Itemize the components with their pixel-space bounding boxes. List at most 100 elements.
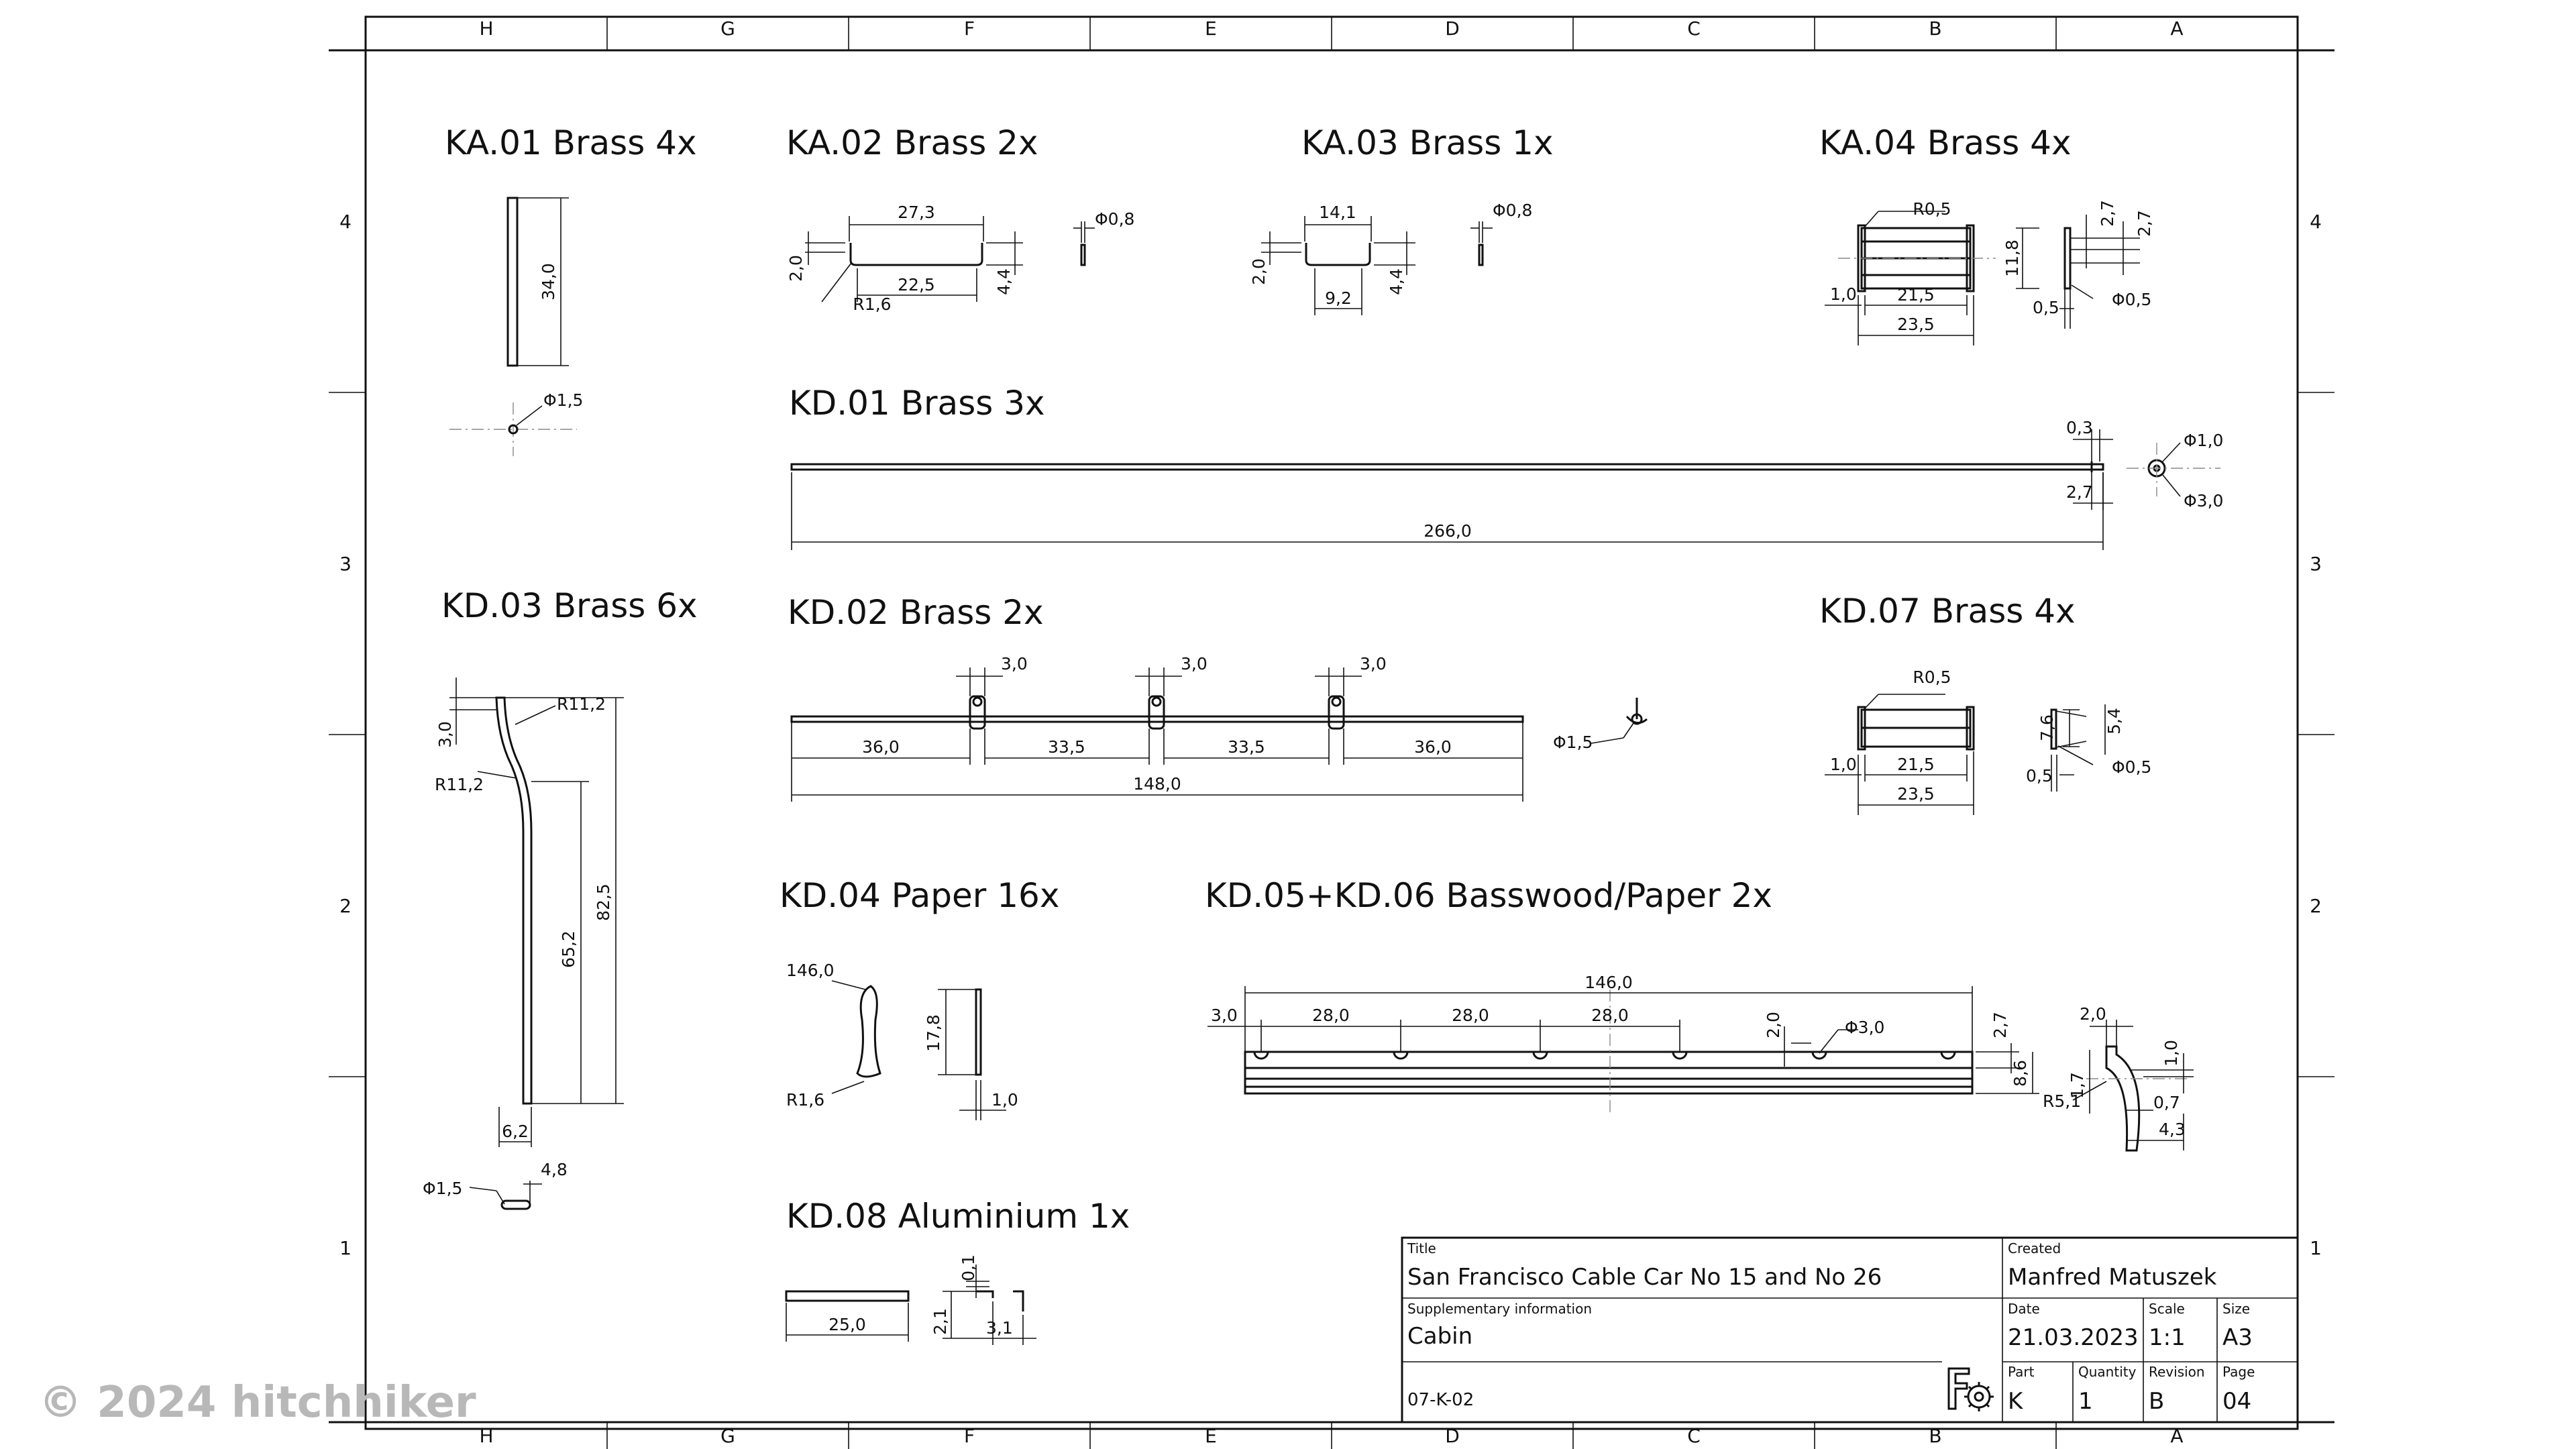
grid-row-label: 3	[339, 553, 352, 575]
dimension-label: 21,5	[1897, 755, 1935, 774]
part-title: KD.05+KD.06 Basswood/Paper 2x	[1205, 876, 1772, 915]
dimension-label: 36,0	[862, 737, 900, 757]
dimension-label: 4,4	[994, 268, 1014, 295]
dimension-label: R1,6	[853, 294, 891, 314]
dimension-label: 1,7	[2068, 1072, 2087, 1099]
part-ka02: KA.02 Brass 2x 27,3 22,5 2,0 R1,6 4,4 Φ0…	[786, 123, 1134, 314]
dimension-label: 27,3	[898, 203, 935, 222]
dimension-label: Φ0,8	[1493, 201, 1532, 220]
dimension-label: 146,0	[786, 961, 835, 980]
dimension-label: 3,1	[986, 1318, 1013, 1338]
dimension-label: 28,0	[1452, 1006, 1489, 1025]
quantity-label: Quantity	[2078, 1364, 2137, 1380]
dimension-label: R0,5	[1913, 199, 1951, 219]
title-label: Title	[1407, 1240, 1436, 1256]
grid-col-label: B	[1929, 17, 1941, 40]
sheet-frame: H G F E D C B A H G F E D C B A 4 3 2 1 …	[329, 15, 2334, 1449]
part-ka04: KA.04 Brass 4x R0,5 11,8 1,0 21,5 23,5 2…	[1819, 123, 2154, 345]
dimension-label: 23,5	[1897, 784, 1935, 804]
scale-value: 1:1	[2149, 1324, 2186, 1351]
created-by: Manfred Matuszek	[2008, 1264, 2217, 1291]
page-value: 04	[2222, 1388, 2251, 1415]
part-kd0506: KD.05+KD.06 Basswood/Paper 2x 146,0 3,0 …	[1205, 876, 2194, 1152]
dimension-label: 28,0	[1591, 1006, 1629, 1025]
part-ka01: KA.01 Brass 4x 34,0 Φ1,5	[445, 123, 697, 456]
grid-row-label: 4	[2310, 211, 2322, 233]
grid-col-label: E	[1205, 17, 1217, 40]
dimension-label: 34,0	[539, 263, 558, 301]
dimension-label: 6,2	[502, 1122, 529, 1141]
dimension-label: 22,5	[898, 275, 935, 294]
date-value: 21.03.2023	[2008, 1324, 2139, 1351]
drawing-number: 07-K-02	[1407, 1390, 1474, 1410]
grid-row-label: 2	[339, 895, 352, 917]
part-kd08: KD.08 Aluminium 1x 25,0 0,1 2,1 3,1	[785, 1197, 1130, 1345]
part-title: KA.01 Brass 4x	[445, 123, 697, 162]
grid-row-label: 1	[2310, 1237, 2322, 1259]
date-label: Date	[2008, 1301, 2040, 1317]
grid-col-label: A	[2170, 17, 2183, 40]
part-label: Part	[2008, 1364, 2035, 1380]
dimension-label: 2,0	[786, 255, 806, 282]
created-label: Created	[2008, 1240, 2061, 1256]
dimension-label: 5,4	[2104, 708, 2124, 735]
dimension-label: 11,8	[2002, 239, 2022, 277]
part-kd02: KD.02 Brass 2x 3,0 3,0 3,0 36,0 33,5	[788, 593, 1648, 802]
grid-row-label: 1	[339, 1237, 352, 1259]
revision-label: Revision	[2149, 1364, 2205, 1380]
part-title: KA.02 Brass 2x	[786, 123, 1038, 162]
dimension-label: R5,1	[2043, 1091, 2081, 1111]
dimension-label: 266,0	[1424, 521, 1472, 541]
dimension-label: 2,0	[1249, 258, 1269, 285]
dimension-label: 36,0	[1414, 737, 1452, 757]
supplementary-info: Cabin	[1407, 1323, 1472, 1350]
dimension-label: 0,3	[2066, 418, 2093, 437]
grid-col-label: A	[2170, 1425, 2183, 1447]
dimension-label: 2,7	[2098, 200, 2117, 227]
dimension-label: 0,1	[959, 1254, 978, 1281]
part-title: KD.08 Aluminium 1x	[786, 1197, 1130, 1236]
dimension-label: 3,0	[1211, 1006, 1238, 1025]
grid-col-label: C	[1687, 17, 1701, 40]
dimension-label: R11,2	[435, 775, 484, 794]
dimension-label: 148,0	[1133, 774, 1181, 794]
part-title: KD.07 Brass 4x	[1819, 592, 2076, 631]
dimension-label: 146,0	[1585, 973, 1633, 992]
grid-col-label: B	[1929, 1425, 1941, 1447]
dimension-label: Φ0,5	[2112, 757, 2151, 777]
dimension-label: Φ0,8	[1095, 209, 1134, 229]
dimension-label: 17,8	[924, 1014, 943, 1052]
supplementary-label: Supplementary information	[1407, 1301, 1592, 1317]
dimension-label: Φ1,5	[423, 1179, 462, 1198]
dimension-label: 1,0	[1830, 284, 1857, 304]
grid-col-label: G	[720, 1425, 735, 1447]
size-label: Size	[2222, 1301, 2250, 1317]
page-label: Page	[2222, 1364, 2255, 1380]
dimension-label: 3,0	[1001, 654, 1028, 674]
size-value: A3	[2222, 1324, 2253, 1351]
dimension-label: R0,5	[1913, 667, 1951, 687]
drawing-title: San Francisco Cable Car No 15 and No 26	[1407, 1264, 1882, 1291]
part-title: KD.02 Brass 2x	[788, 593, 1044, 632]
grid-col-label: F	[964, 17, 975, 40]
grid-row-label: 4	[339, 211, 352, 233]
dimension-label: 65,2	[559, 930, 578, 968]
dimension-label: Φ0,5	[2112, 290, 2151, 309]
freecad-logo-icon	[1947, 1367, 1994, 1411]
dimension-label: 2,7	[1990, 1012, 2010, 1038]
dimension-label: 1,0	[2161, 1040, 2181, 1067]
dimension-label: 4,3	[2159, 1120, 2186, 1139]
dimension-label: R1,6	[786, 1090, 824, 1110]
grid-col-label: D	[1445, 1425, 1460, 1447]
dimension-label: 28,0	[1312, 1006, 1350, 1025]
part-kd01: KD.01 Brass 3x 266,0 0,3 2,7 Φ1,0 Φ3,0	[789, 384, 2223, 550]
dimension-label: Φ1,5	[543, 390, 583, 410]
copyright-watermark: © 2024 hitchhiker	[39, 1378, 476, 1428]
grid-col-label: H	[479, 1425, 493, 1447]
dimension-label: 1,0	[1830, 755, 1857, 774]
dimension-label: 25,0	[828, 1315, 866, 1334]
grid-row-label: 2	[2310, 895, 2322, 917]
dimension-label: Φ1,5	[1553, 733, 1593, 752]
dimension-label: 2,0	[2080, 1004, 2106, 1024]
